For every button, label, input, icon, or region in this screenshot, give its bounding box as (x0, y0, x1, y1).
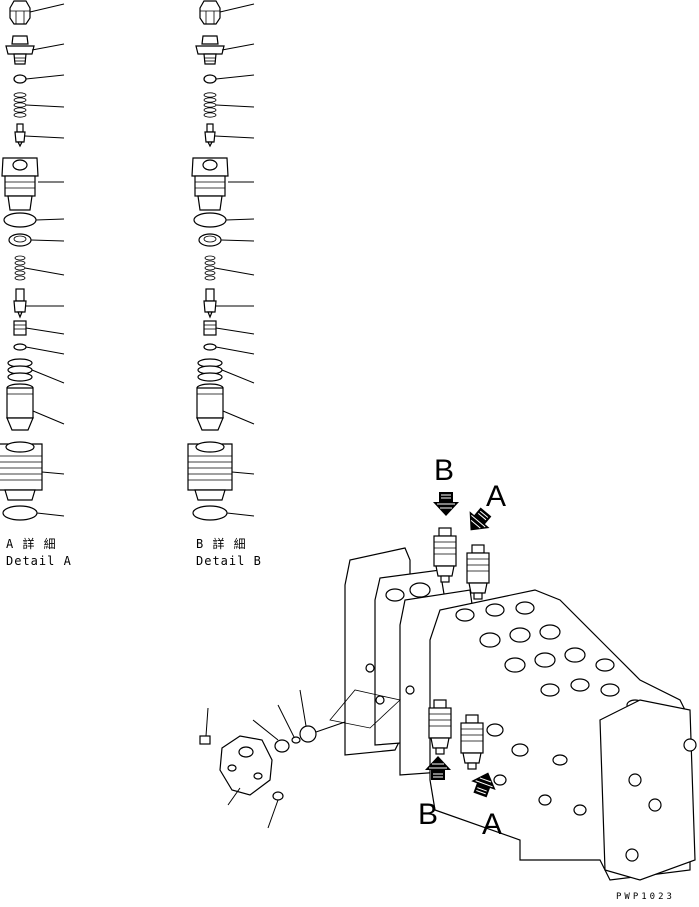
detail-a-title-en: Detail A (6, 554, 72, 568)
top-ports (385, 582, 644, 711)
callout-bottom-a: A (482, 808, 503, 841)
side-ports (365, 663, 587, 816)
top-cartridge-b (433, 527, 457, 583)
detail-a-title-jp: A 詳 細 (6, 537, 57, 551)
arrow-icon (432, 491, 460, 517)
drawing-code: PWP1023 (616, 892, 675, 902)
control-valve-block (329, 547, 697, 881)
callout-bottom-b: B (418, 798, 439, 831)
callout-top-b: B (434, 454, 455, 487)
top-cartridge-a (466, 544, 490, 600)
flange-leaders (205, 689, 346, 829)
flange-assembly (199, 725, 317, 801)
detail-b-stack (187, 0, 255, 521)
callout-top-a: A (486, 480, 507, 513)
detail-a-stack (0, 0, 65, 521)
detail-b-title-en: Detail B (196, 554, 262, 568)
detail-b-title-jp: B 詳 細 (196, 537, 247, 551)
bottom-cartridge-b (428, 699, 452, 755)
bottom-cartridge-a (460, 714, 484, 770)
